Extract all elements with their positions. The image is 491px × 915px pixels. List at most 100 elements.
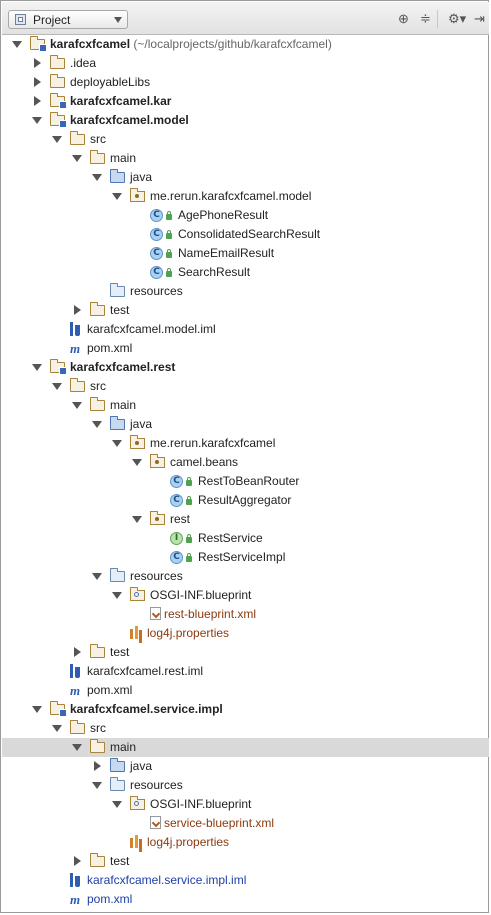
- package-icon: [129, 188, 145, 202]
- tree-row[interactable]: src: [2, 719, 489, 738]
- tree-row[interactable]: deployableLibs: [2, 73, 489, 92]
- tree-item-label: OSGI-INF.blueprint: [150, 797, 252, 811]
- gear-icon[interactable]: ⚙▾: [448, 11, 467, 26]
- expand-arrow-open-icon[interactable]: [72, 402, 82, 409]
- folder-icon: [89, 644, 105, 658]
- tree-row[interactable]: me.rerun.karafcxfcamel.model: [2, 187, 489, 206]
- tree-row[interactable]: karafcxfcamel.kar: [2, 92, 489, 111]
- tree-row[interactable]: karafcxfcamel.service.impl: [2, 700, 489, 719]
- tree-row[interactable]: karafcxfcamel.rest.iml: [2, 662, 489, 681]
- expand-arrow-open-icon[interactable]: [112, 440, 122, 447]
- expand-arrow-open-icon[interactable]: [92, 782, 102, 789]
- expand-arrow-closed-icon[interactable]: [74, 647, 81, 657]
- expand-arrow-open-icon[interactable]: [112, 592, 122, 599]
- tree-row[interactable]: test: [2, 301, 489, 320]
- tree-row[interactable]: log4j.properties: [2, 833, 489, 852]
- expand-arrow-open-icon[interactable]: [72, 155, 82, 162]
- expand-arrow-closed-icon[interactable]: [34, 96, 41, 106]
- tree-row[interactable]: karafcxfcamel.rest: [2, 358, 489, 377]
- tree-row[interactable]: java: [2, 415, 489, 434]
- expand-arrow-open-icon[interactable]: [92, 573, 102, 580]
- tree-row[interactable]: main: [2, 149, 489, 168]
- tree-item-label: OSGI-INF.blueprint: [150, 588, 252, 602]
- expand-arrow-closed-icon[interactable]: [74, 856, 81, 866]
- tree-row[interactable]: karafcxfcamel.model: [2, 111, 489, 130]
- tree-row[interactable]: log4j.properties: [2, 624, 489, 643]
- tree-row[interactable]: me.rerun.karafcxfcamel: [2, 434, 489, 453]
- tree-row[interactable]: OSGI-INF.blueprint: [2, 586, 489, 605]
- expand-arrow-open-icon[interactable]: [112, 193, 122, 200]
- tree-item-label: karafcxfcamel (~/localprojects/github/ka…: [50, 37, 332, 51]
- tree-row[interactable]: main: [2, 738, 489, 757]
- tree-row[interactable]: camel.beans: [2, 453, 489, 472]
- expand-arrow-open-icon[interactable]: [92, 421, 102, 428]
- tree-row[interactable]: resources: [2, 567, 489, 586]
- tree-row[interactable]: java: [2, 168, 489, 187]
- tree-row[interactable]: java: [2, 757, 489, 776]
- expand-arrow-closed-icon[interactable]: [74, 305, 81, 315]
- tree-item-label: karafcxfcamel.service.impl: [70, 702, 223, 716]
- expand-arrow-open-icon[interactable]: [72, 744, 82, 751]
- expand-arrow-open-icon[interactable]: [112, 801, 122, 808]
- collapse-all-icon[interactable]: ≑: [420, 11, 431, 26]
- expand-arrow-open-icon[interactable]: [32, 364, 42, 371]
- tree-row[interactable]: .idea: [2, 54, 489, 73]
- maven-pom-icon: m: [70, 341, 81, 356]
- package-icon: [149, 454, 165, 468]
- tree-row[interactable]: karafcxfcamel.model.iml: [2, 320, 489, 339]
- tree-row[interactable]: resources: [2, 776, 489, 795]
- project-tree[interactable]: karafcxfcamel (~/localprojects/github/ka…: [2, 35, 489, 909]
- iml-file-icon: [70, 664, 81, 678]
- tree-row[interactable]: test: [2, 643, 489, 662]
- expand-arrow-open-icon[interactable]: [52, 383, 62, 390]
- tree-item-label: RestToBeanRouter: [198, 474, 300, 488]
- tree-row[interactable]: test: [2, 852, 489, 871]
- tree-row[interactable]: rest-blueprint.xml: [2, 605, 489, 624]
- expand-arrow-closed-icon[interactable]: [34, 58, 41, 68]
- expand-arrow-open-icon[interactable]: [132, 516, 142, 523]
- tree-item-label: service-blueprint.xml: [164, 816, 275, 830]
- expand-arrow-open-icon[interactable]: [132, 459, 142, 466]
- folder-icon: [89, 853, 105, 867]
- tree-item-label: test: [110, 645, 130, 659]
- scroll-from-source-icon[interactable]: ⊕: [398, 11, 409, 26]
- expand-arrow-closed-icon[interactable]: [34, 77, 41, 87]
- expand-arrow-open-icon[interactable]: [92, 174, 102, 181]
- xml-file-icon: [150, 607, 161, 620]
- tree-row[interactable]: karafcxfcamel.service.impl.iml: [2, 871, 489, 890]
- expand-arrow-open-icon[interactable]: [12, 41, 22, 48]
- tree-row[interactable]: src: [2, 130, 489, 149]
- expand-arrow-closed-icon[interactable]: [94, 761, 101, 771]
- tree-row[interactable]: main: [2, 396, 489, 415]
- expand-arrow-open-icon[interactable]: [52, 136, 62, 143]
- hide-panel-icon[interactable]: ⇥: [474, 11, 485, 26]
- expand-arrow-open-icon[interactable]: [32, 117, 42, 124]
- tree-row[interactable]: OSGI-INF.blueprint: [2, 795, 489, 814]
- expand-arrow-open-icon[interactable]: [52, 725, 62, 732]
- project-toolbar: Project ⊕ ≑ ⚙▾ ⇥: [2, 2, 489, 35]
- class-icon: C: [150, 247, 163, 260]
- tree-row[interactable]: src: [2, 377, 489, 396]
- tree-row[interactable]: karafcxfcamel (~/localprojects/github/ka…: [2, 35, 489, 54]
- maven-pom-icon: m: [70, 892, 81, 907]
- tree-row[interactable]: rest: [2, 510, 489, 529]
- view-selector-dropdown[interactable]: Project: [8, 10, 128, 29]
- expand-arrow-open-icon[interactable]: [32, 706, 42, 713]
- tree-row[interactable]: service-blueprint.xml: [2, 814, 489, 833]
- folder-icon: [49, 74, 65, 88]
- tree-row[interactable]: resources: [2, 282, 489, 301]
- tree-item-label: src: [90, 721, 106, 735]
- class-icon: C: [150, 228, 163, 241]
- xml-file-icon: [150, 816, 161, 829]
